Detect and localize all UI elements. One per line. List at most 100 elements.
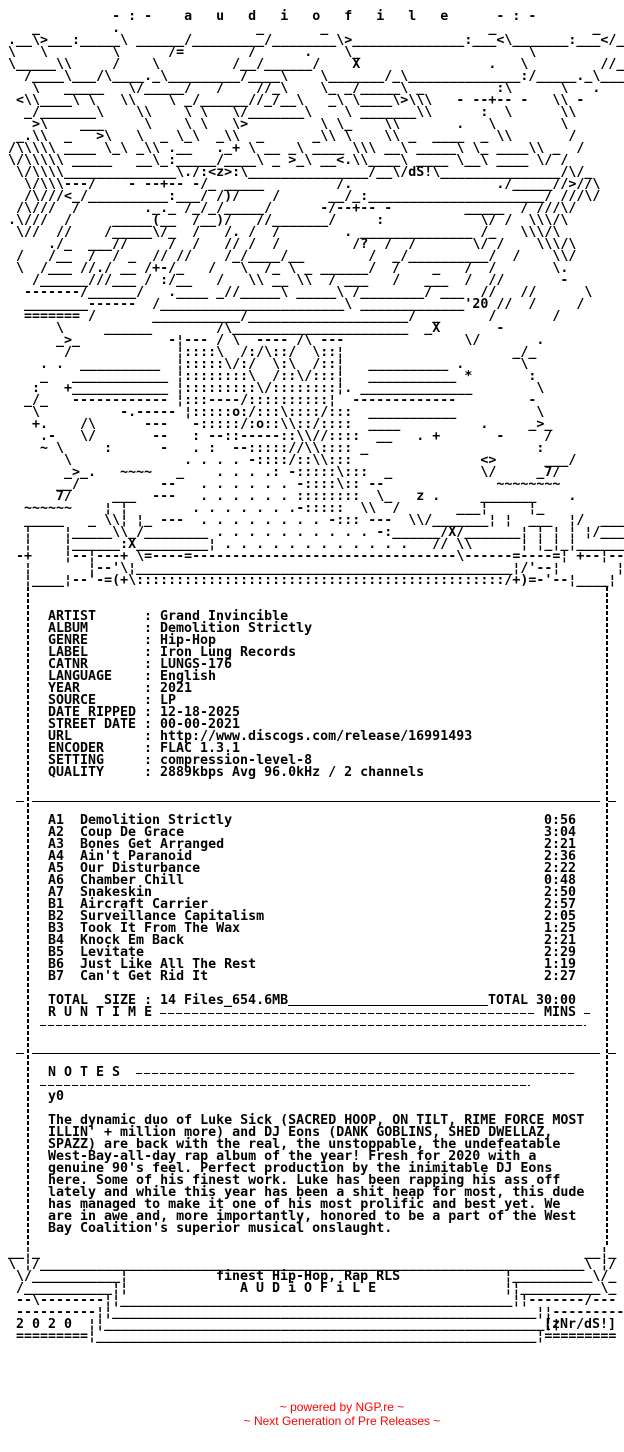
ascii-art-line: ~ \ : - . : --::::://\\:::: _ : xyxy=(0,441,545,456)
info-label: LABEL xyxy=(48,645,89,660)
footer-art-line: --\--------¦¦___________________________… xyxy=(0,1293,617,1308)
powered-by-credit: ~ powered by NGP.re ~ xyxy=(279,1400,405,1414)
divider-tick xyxy=(16,801,24,802)
track-title: Took It From The Wax xyxy=(80,921,241,936)
notes-heading: N O T E S xyxy=(48,1065,121,1080)
ascii-art-line: ======= / ___________/__________________… xyxy=(0,309,561,324)
ascii-art-line: _/_ ------------ ¦:::----/::::::::::¦ --… xyxy=(0,393,537,408)
track-position: B6 xyxy=(48,957,65,972)
ascii-art-line: \ . . . . -::::/::\\::: <> ___/ xyxy=(0,453,577,468)
info-separator: : xyxy=(144,645,153,660)
info-separator: : xyxy=(144,741,153,756)
info-label: DATE RIPPED xyxy=(48,705,137,720)
info-separator: : xyxy=(144,657,153,672)
info-separator: : xyxy=(144,705,153,720)
track-position: A2 xyxy=(48,825,65,840)
track-title: Levitate xyxy=(80,945,145,960)
section-divider xyxy=(32,801,600,802)
ascii-art-line: ________------ /_______________________\… xyxy=(0,297,585,312)
track-duration: 2:22 xyxy=(544,861,577,876)
info-label: QUALITY xyxy=(48,765,105,780)
ascii-art-line: / ¦::::\ /:/\::/ \::¦ _/_ xyxy=(0,345,537,360)
footer-art-line: ----------¦¦____________________________… xyxy=(0,1305,624,1320)
footer-art-line: __¦_ __¦_ xyxy=(0,1245,617,1260)
track-duration: 3:04 xyxy=(544,825,577,840)
info-separator: : xyxy=(144,633,153,648)
track-duration: 2:29 xyxy=(544,945,577,960)
track-duration: 0:48 xyxy=(544,873,577,888)
info-value: Grand Invincible xyxy=(160,609,289,624)
track-position: A6 xyxy=(48,873,65,888)
info-label: YEAR xyxy=(48,681,81,696)
ascii-art-line: .__\>___:_____\ ______/_________/_______… xyxy=(0,33,624,48)
track-duration: 2:21 xyxy=(544,933,577,948)
ascii-art-line: <\\____\ \ \\ \ _/______//_/__\ _\ \____… xyxy=(0,93,585,108)
ascii-art-line: ¦____¦--'-=(+\::::::::::::::::::::::::::… xyxy=(0,573,617,588)
notes-line: ILLIN' + million more) and DJ Eons (DANK… xyxy=(48,1125,553,1140)
ascii-art-line: \ _____ \/_____/ / //_\ \_ _/_____\ _ :\… xyxy=(0,81,601,96)
notes-line: are in awe and, more importantly, honore… xyxy=(48,1209,577,1224)
track-duration: 2:27 xyxy=(544,969,577,984)
info-value: FLAC 1.3.1 xyxy=(160,741,241,756)
ascii-art-line: +. /\ --- -:::::/:o::\\::/:::: ____ . _>… xyxy=(0,417,553,432)
total-runtime: TOTAL 30:00 xyxy=(488,993,577,1008)
notes-line: West-Bay-all-day rap album of the year! … xyxy=(48,1149,537,1164)
notes-underline-dashes xyxy=(40,1085,530,1086)
box-right-border xyxy=(606,587,608,1247)
ascii-art-line: \ ______ /\______________________ _X - xyxy=(0,321,505,336)
ascii-art-line: \/\\\\\ _____ __\_:_____/____\ _ >_\ __<… xyxy=(0,153,569,168)
ngp-tagline: ~ Next Generation of Pre Releases ~ xyxy=(243,1414,441,1428)
info-separator: : xyxy=(144,621,153,636)
notes-line: SPAZZ) are back with the real, the unsto… xyxy=(48,1137,561,1152)
track-title: Chamber Chill xyxy=(80,873,185,888)
footer-year: 2 0 2 0 xyxy=(16,1317,73,1332)
footer-art-line: \/___________¦ ¦__________\/_ xyxy=(0,1269,617,1284)
track-position: B2 xyxy=(48,909,65,924)
info-separator: : xyxy=(144,729,153,744)
track-title: Coup De Grace xyxy=(80,825,185,840)
track-position: B5 xyxy=(48,945,65,960)
track-title: Snakeskin xyxy=(80,885,153,900)
divider-tick xyxy=(608,1053,616,1054)
ascii-art-line: \ \ \ /= / . \_ \ / / xyxy=(0,45,624,60)
ascii-art-line: __/ -- . . . . . . -::::\:: -- ~~~~~~~~ xyxy=(0,477,561,492)
notes-line: has managed to make it one of his most p… xyxy=(48,1197,561,1212)
box-left-border xyxy=(27,587,29,1247)
tracklist-end-dashes xyxy=(40,1025,586,1026)
divider-tick xyxy=(16,1053,24,1054)
track-position: A7 xyxy=(48,885,65,900)
ascii-art-line: \/\\\\______________\./:<z>:\___________… xyxy=(0,165,593,180)
footer-art-credit: [zNr/dS!] xyxy=(544,1317,617,1332)
notes-line: Bay Coalition's superior musical onslaug… xyxy=(48,1221,393,1236)
ascii-art-line: _>_. ~~~~ _ . . . .: -:::::\::: _ \/ _7/ xyxy=(0,465,561,480)
info-separator: : xyxy=(144,717,153,732)
info-separator: : xyxy=(144,765,153,780)
footer-art-line: =========¦______________________________… xyxy=(0,1329,617,1344)
banner-title: - : - a u d i o f i l e - : - xyxy=(0,9,537,24)
info-separator: : xyxy=(144,681,153,696)
total-size-value: 14 Files_654.6MB xyxy=(160,993,289,1008)
track-duration: 1:19 xyxy=(544,957,577,972)
notes-greeting: y0 xyxy=(48,1089,65,1104)
track-position: A1 xyxy=(48,813,65,828)
track-title: Our Disturbance xyxy=(80,861,201,876)
track-position: A5 xyxy=(48,861,65,876)
ascii-art-line: ¦ ¦______:X_________¦ . . . . . . . . . … xyxy=(0,537,624,552)
track-duration: 2:50 xyxy=(544,885,577,900)
ascii-art-line: /______///___ / :/__ / \\ __ \\ / ___ / … xyxy=(0,273,569,288)
info-value: LP xyxy=(160,693,177,708)
ascii-art-line: \_____\\ / \ /__/______/ X . \ //___/ xyxy=(0,57,624,72)
info-label: STREET DATE xyxy=(48,717,137,732)
info-value: 2021 xyxy=(160,681,193,696)
track-title: Bones Get Arranged xyxy=(80,837,225,852)
info-label: SETTING xyxy=(48,753,105,768)
total-fill-line xyxy=(288,1005,488,1006)
track-duration: 2:05 xyxy=(544,909,577,924)
track-title: Can't Get Rid It xyxy=(80,969,209,984)
info-label: GENRE xyxy=(48,633,89,648)
ascii-art-line: -------/______/ .____ _//_____\ _____\ /… xyxy=(0,285,593,300)
ascii-art-line: \/\\\---/ - --+-- -/_ _____ /. ./_____//… xyxy=(0,177,601,192)
ascii-art-line: ¦ ¦_____\\_/________ . . . . . . . . . .… xyxy=(0,525,624,540)
info-value: LUNGS-176 xyxy=(160,657,233,672)
info-value: Iron Lung Records xyxy=(160,645,297,660)
